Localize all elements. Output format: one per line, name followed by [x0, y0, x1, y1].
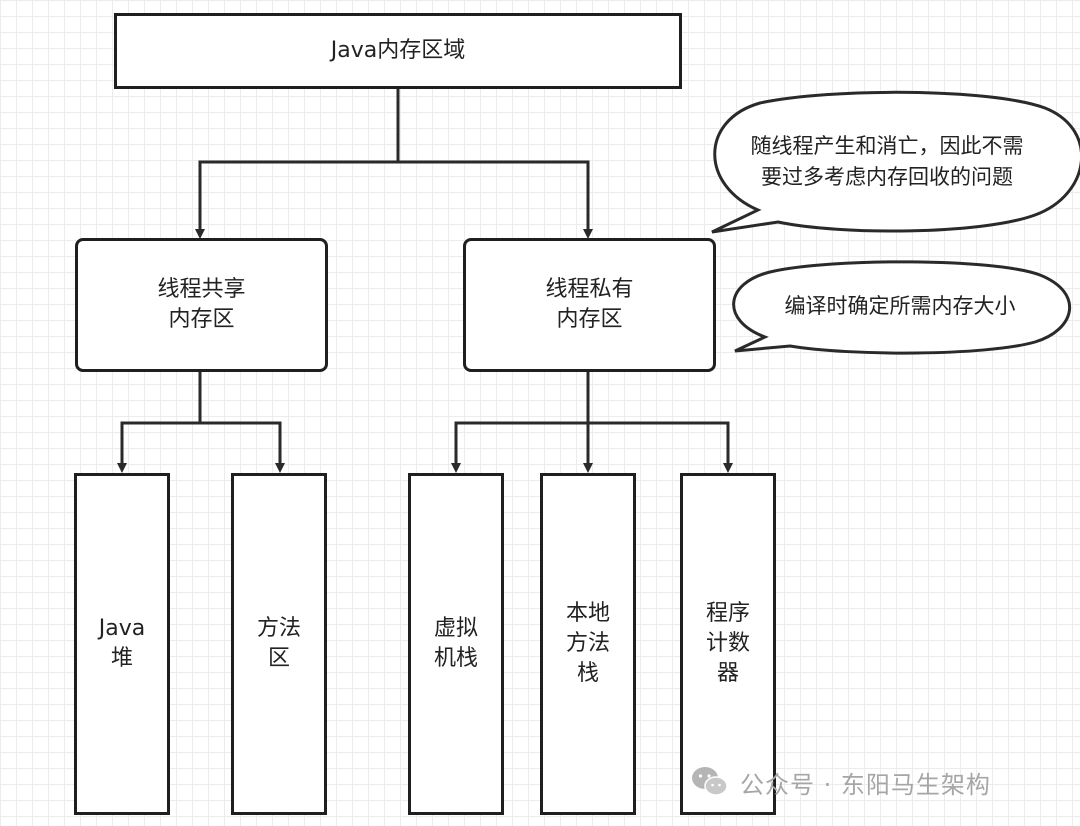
node-label-line: 计数: [705, 631, 750, 656]
heap-node: Java 堆: [74, 473, 170, 815]
node-label-line: 堆: [110, 646, 133, 671]
node-label-line: 器: [716, 661, 739, 686]
node-label-line: 程序: [705, 601, 750, 626]
node-label-line: 内存区: [168, 307, 235, 332]
program-counter-node: 程序 计数 器: [680, 473, 776, 815]
node-label-line: 方法: [256, 616, 301, 641]
method-area-node: 方法 区: [231, 473, 327, 815]
edge-root-to-private: [398, 160, 593, 239]
native-method-stack-node: 本地 方法 栈: [540, 473, 636, 815]
root-node-label: Java内存区域: [330, 38, 466, 63]
edge-root-to-shared: [195, 160, 398, 239]
note-compile-text: 编译时确定所需内存大小: [740, 280, 1060, 332]
node-label-line: 区: [267, 646, 290, 671]
node-label-line: 内存区: [556, 307, 623, 332]
note-line: 编译时确定所需内存大小: [784, 293, 1016, 318]
vm-stack-node: 虚拟 机栈: [408, 473, 504, 815]
node-label-line: 线程共享: [157, 277, 246, 302]
speech-bubble-compile: [732, 260, 1071, 355]
node-label-line: 栈: [576, 661, 599, 686]
edge-shared-to-method-area: [200, 421, 285, 473]
note-lifecycle-text: 随线程产生和消亡，因此不需 要过多考虑内存回收的问题: [712, 112, 1062, 212]
edge-shared-to-heap: [117, 421, 200, 473]
root-node-java-memory: Java内存区域: [114, 13, 682, 89]
node-label-line: 本地: [565, 601, 610, 626]
watermark-text: 公众号 · 东阳马生架构: [740, 770, 991, 799]
edge-private-to-pc-register: [588, 421, 733, 473]
thread-shared-node: 线程共享 内存区: [75, 238, 328, 372]
note-line: 要过多考虑内存回收的问题: [761, 165, 1013, 189]
edge-private-to-vm-stack: [451, 421, 588, 473]
watermark: 公众号 · 东阳马生架构: [690, 760, 991, 804]
thread-private-node: 线程私有 内存区: [463, 238, 716, 372]
speech-bubble-lifecycle: [711, 90, 1080, 234]
node-label-line: 机栈: [433, 646, 478, 671]
wechat-icon: [692, 767, 728, 796]
node-label-line: Java: [98, 616, 146, 641]
node-label-line: 方法: [565, 631, 610, 656]
note-line: 随线程产生和消亡，因此不需: [750, 134, 1024, 158]
node-label-line: 线程私有: [545, 277, 634, 302]
node-label-line: 虚拟: [433, 616, 478, 641]
